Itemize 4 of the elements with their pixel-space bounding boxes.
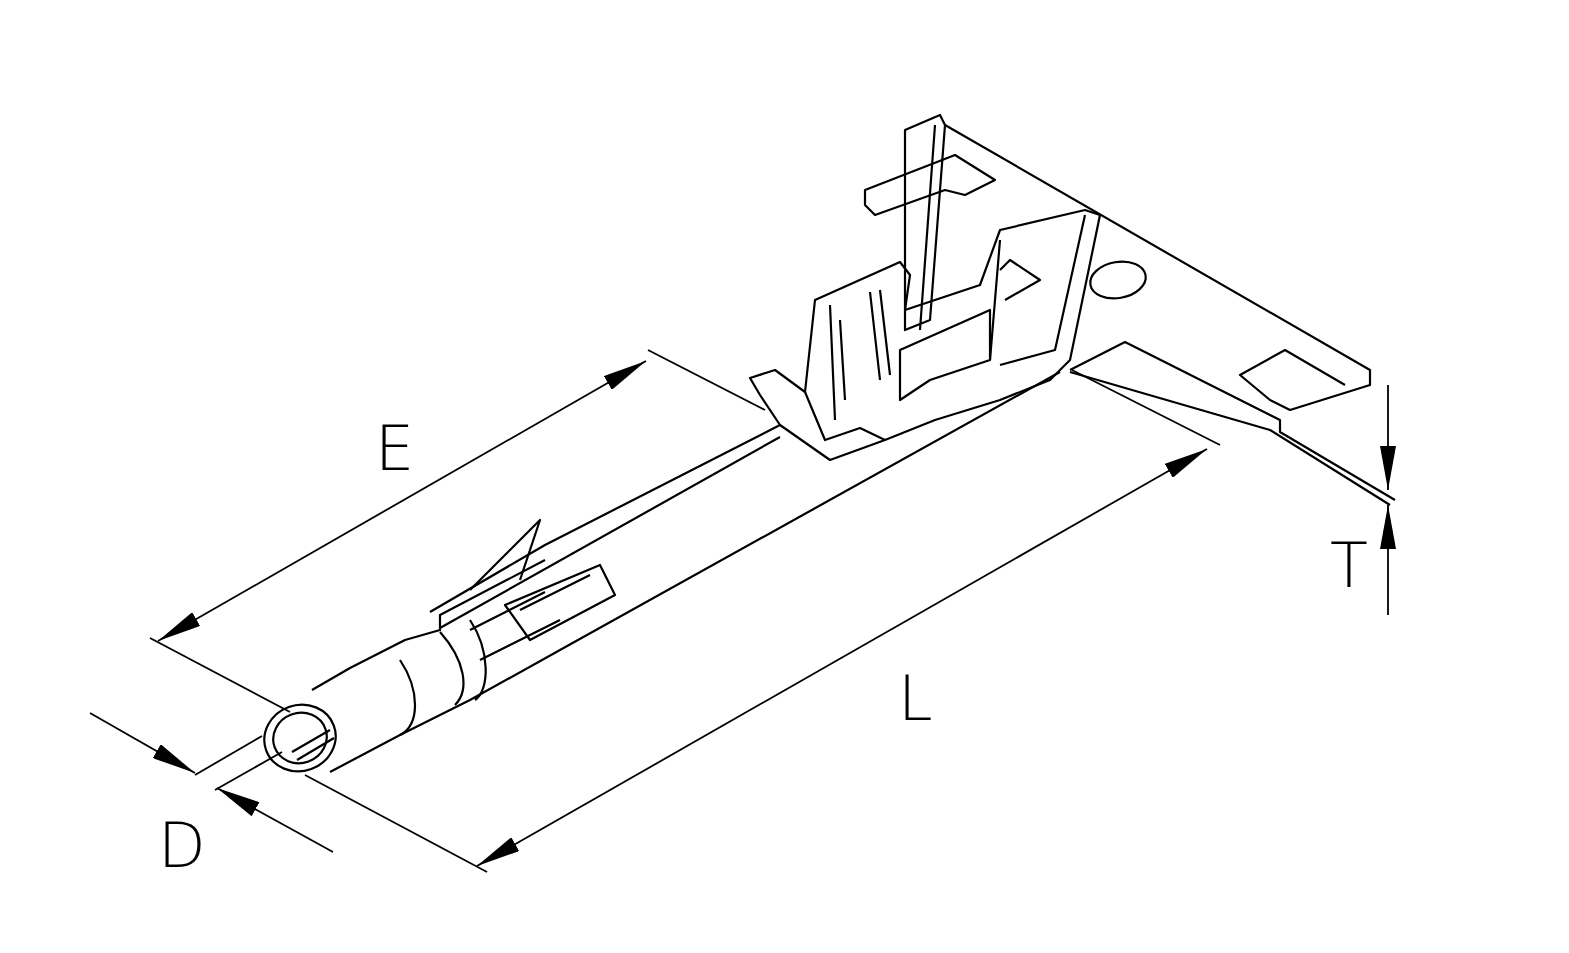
dimension-label: D (158, 815, 206, 877)
dimension-label: L (898, 668, 933, 730)
dimension-label: T (1330, 535, 1368, 597)
dimension-label: E (375, 418, 415, 480)
